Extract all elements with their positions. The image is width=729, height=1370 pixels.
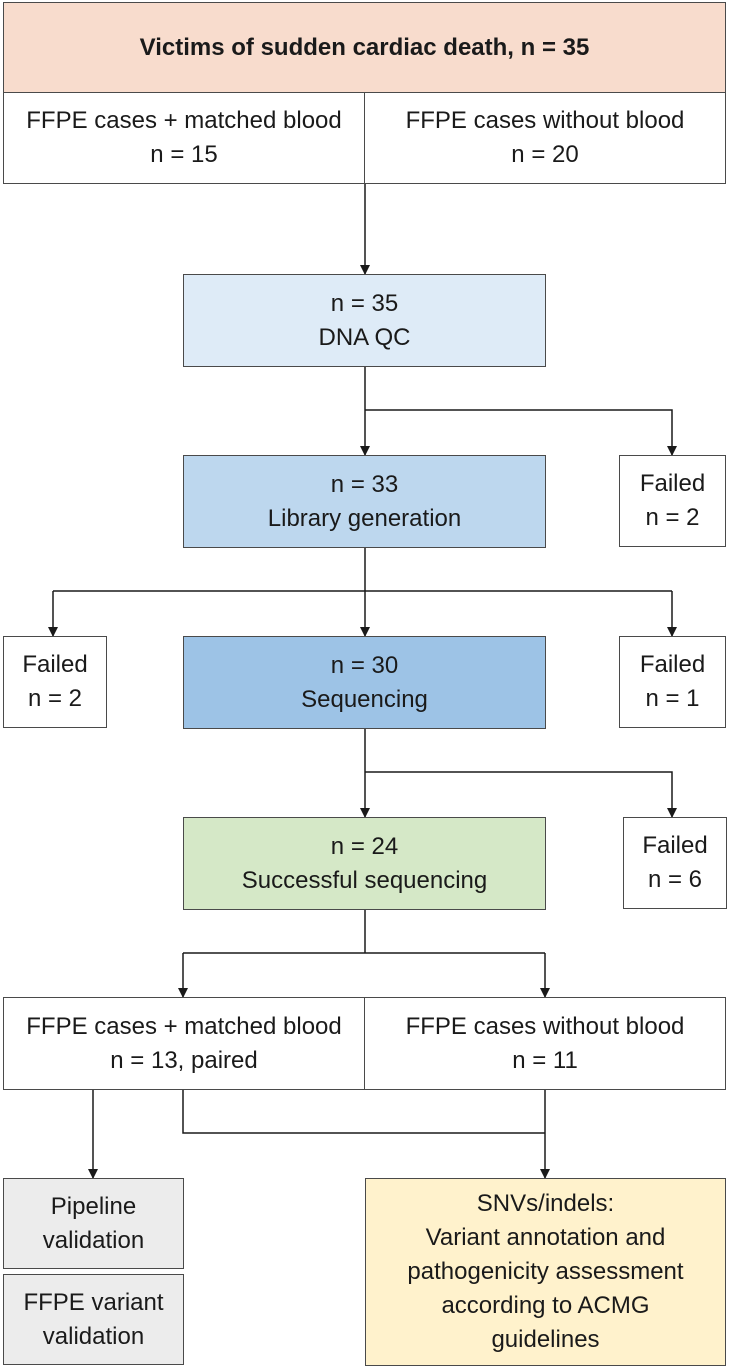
sequencing-box: n = 30 Sequencing xyxy=(183,636,546,729)
pipeline-validation-line2: validation xyxy=(42,1226,145,1254)
cohort-with-blood-label: FFPE cases + matched blood xyxy=(26,107,342,134)
split-without-blood-count: n = 11 xyxy=(512,1046,578,1074)
library-failed-box: Failed n = 2 xyxy=(619,455,726,547)
pipeline-validation-line1: Pipeline xyxy=(50,1192,137,1220)
split-with-blood-box: FFPE cases + matched blood n = 13, paire… xyxy=(3,997,365,1090)
split-without-blood-box: FFPE cases without blood n = 11 xyxy=(364,997,726,1090)
successful-failed-label: Failed xyxy=(642,832,708,859)
ffpe-variant-validation-line1: FFPE variant xyxy=(23,1288,164,1316)
split-without-blood-label: FFPE cases without blood xyxy=(405,1012,685,1040)
cohort-with-blood-box: FFPE cases + matched blood n = 15 xyxy=(3,92,365,184)
snv-line1: SNVs/indels: xyxy=(476,1190,615,1217)
header-title: Victims of sudden cardiac death, n = 35 xyxy=(139,33,590,61)
sequencing-failed-right-label: Failed xyxy=(639,651,706,678)
header-title-box: Victims of sudden cardiac death, n = 35 xyxy=(3,2,726,93)
ffpe-variant-validation-box: FFPE variant validation xyxy=(3,1274,184,1365)
library-generation-count: n = 33 xyxy=(330,470,399,498)
cohort-without-blood-label: FFPE cases without blood xyxy=(405,107,685,134)
snv-line4: according to ACMG xyxy=(441,1292,650,1319)
split-with-blood-label: FFPE cases + matched blood xyxy=(26,1012,342,1040)
library-failed-label: Failed xyxy=(639,470,706,497)
snv-line3: pathogenicity assessment xyxy=(407,1258,684,1285)
dna-qc-label: DNA QC xyxy=(318,323,411,351)
cohort-without-blood-count: n = 20 xyxy=(511,141,579,168)
sequencing-failed-right-box: Failed n = 1 xyxy=(619,636,726,728)
ffpe-variant-validation-line2: validation xyxy=(42,1322,145,1350)
pipeline-validation-box: Pipeline validation xyxy=(3,1178,184,1269)
split-with-blood-count: n = 13, paired xyxy=(110,1046,258,1074)
cohort-with-blood-count: n = 15 xyxy=(150,141,218,168)
snv-indel-assessment-box: SNVs/indels: Variant annotation and path… xyxy=(365,1178,726,1366)
sequencing-failed-left-label: Failed xyxy=(22,651,88,678)
successful-failed-box: Failed n = 6 xyxy=(623,817,727,909)
snv-line5: guidelines xyxy=(491,1326,600,1353)
arrow-dnaqc-to-failed xyxy=(365,409,677,456)
snv-line2: Variant annotation and xyxy=(425,1224,666,1251)
library-generation-label: Library generation xyxy=(267,504,462,532)
library-generation-box: n = 33 Library generation xyxy=(183,455,546,548)
successful-failed-count: n = 6 xyxy=(647,866,703,893)
sequencing-failed-right-count: n = 1 xyxy=(645,685,700,712)
sequencing-count: n = 30 xyxy=(330,651,399,679)
library-failed-count: n = 2 xyxy=(645,504,700,531)
dna-qc-count: n = 35 xyxy=(330,289,399,317)
sequencing-label: Sequencing xyxy=(301,685,428,713)
successful-sequencing-box: n = 24 Successful sequencing xyxy=(183,817,546,910)
cohort-without-blood-box: FFPE cases without blood n = 20 xyxy=(364,92,726,184)
dna-qc-box: n = 35 DNA QC xyxy=(183,274,546,367)
arrow-sequencing-to-failed xyxy=(365,771,677,818)
line-with-blood-to-snv xyxy=(182,1090,545,1134)
sequencing-failed-left-count: n = 2 xyxy=(27,685,83,712)
successful-sequencing-count: n = 24 xyxy=(330,832,399,860)
sequencing-failed-left-box: Failed n = 2 xyxy=(3,636,107,728)
successful-sequencing-label: Successful sequencing xyxy=(241,866,488,894)
